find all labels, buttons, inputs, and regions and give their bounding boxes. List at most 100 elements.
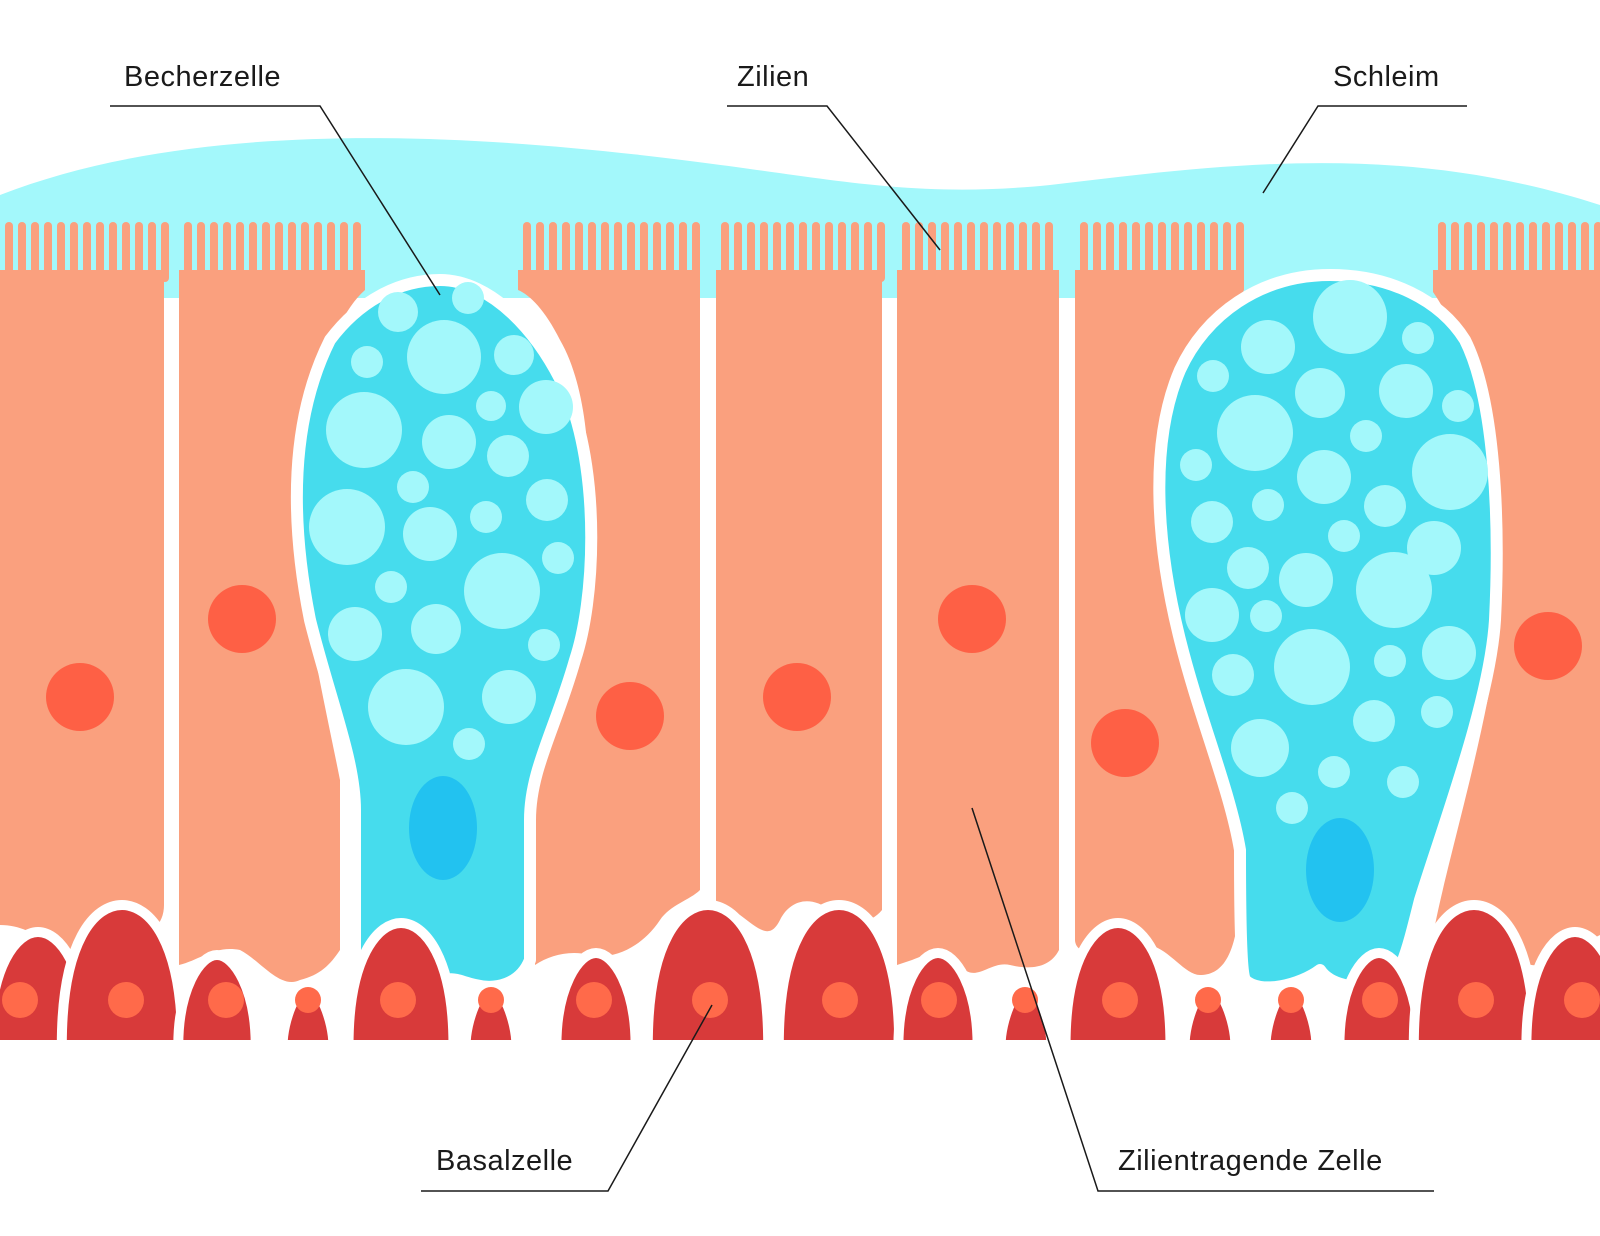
- cilium: [236, 222, 244, 282]
- cilium: [692, 222, 700, 282]
- basal-nucleus: [576, 982, 612, 1018]
- cilium: [70, 222, 78, 282]
- cilium: [1080, 222, 1088, 282]
- basal-nucleus: [295, 987, 321, 1013]
- cilium: [314, 222, 322, 282]
- mucus-vesicle: [519, 380, 573, 434]
- mucus-vesicle: [1313, 280, 1387, 354]
- basal-cell: [773, 900, 905, 1050]
- cilium: [915, 222, 923, 282]
- basal-nucleus: [1458, 982, 1494, 1018]
- mucus-vesicle: [1328, 520, 1360, 552]
- mucus-vesicle: [1250, 600, 1282, 632]
- mucus-vesicle: [1374, 645, 1406, 677]
- cilium: [96, 222, 104, 282]
- cilium: [109, 222, 117, 282]
- ciliated-cell: [1433, 270, 1600, 966]
- mucus-vesicle: [1180, 449, 1212, 481]
- cilium: [1223, 222, 1231, 282]
- nucleus: [208, 585, 276, 653]
- mucus-vesicle: [1231, 719, 1289, 777]
- ciliated-cell: [0, 270, 164, 960]
- mucus-vesicle: [1407, 521, 1461, 575]
- leader-cilia: [727, 105, 941, 251]
- mucus-vesicle: [1421, 696, 1453, 728]
- cilium: [1236, 222, 1244, 282]
- mucus-vesicle: [378, 292, 418, 332]
- cilium: [1542, 222, 1550, 282]
- cilium: [44, 222, 52, 282]
- cilium: [161, 222, 169, 282]
- cilium: [549, 222, 557, 282]
- mucus-vesicle: [1379, 364, 1433, 418]
- basal-nucleus: [1012, 987, 1038, 1013]
- cilium: [851, 222, 859, 282]
- cilium: [825, 222, 833, 282]
- cilium: [1093, 222, 1101, 282]
- mucus-vesicles: [309, 280, 1488, 824]
- cilium: [340, 222, 348, 282]
- cilium: [1581, 222, 1589, 282]
- basal-nucleus: [478, 987, 504, 1013]
- mucus-vesicle: [375, 571, 407, 603]
- leader-ciliated: [971, 807, 1434, 1192]
- nucleus: [1091, 709, 1159, 777]
- mucus-vesicle: [1364, 485, 1406, 527]
- cilium: [627, 222, 635, 282]
- cilium: [1019, 222, 1027, 282]
- cilium: [1451, 222, 1459, 282]
- mucus-vesicle: [1276, 792, 1308, 824]
- mucus-vesicle: [1412, 434, 1488, 510]
- mucus-vesicle: [1279, 553, 1333, 607]
- basal-nucleus: [208, 982, 244, 1018]
- cilium: [536, 222, 544, 282]
- cilium: [877, 222, 885, 282]
- cilium: [223, 222, 231, 282]
- cilium: [83, 222, 91, 282]
- basal-nucleus: [108, 982, 144, 1018]
- mucus-vesicle: [411, 604, 461, 654]
- cilium: [197, 222, 205, 282]
- cilium: [1171, 222, 1179, 282]
- basal-nucleus: [1564, 982, 1600, 1018]
- mucus-vesicle: [1295, 368, 1345, 418]
- label-mucus: Schleim: [1333, 61, 1440, 93]
- mucus-vesicle: [1318, 756, 1350, 788]
- cilium: [747, 222, 755, 282]
- cilium: [760, 222, 768, 282]
- leader-lines: [110, 105, 1467, 1192]
- cilium: [812, 222, 820, 282]
- cilium: [210, 222, 218, 282]
- cilium: [122, 222, 130, 282]
- mucus-vesicle: [368, 669, 444, 745]
- cilium: [327, 222, 335, 282]
- basal-cell: [642, 900, 774, 1050]
- mucus-vesicle: [470, 501, 502, 533]
- cilium: [980, 222, 988, 282]
- mucus-vesicle: [542, 542, 574, 574]
- label-cilia: Zilien: [737, 61, 810, 93]
- cilium: [902, 222, 910, 282]
- basal-nucleus: [1102, 982, 1138, 1018]
- cilium: [184, 222, 192, 282]
- basal-cell: [1408, 900, 1540, 1050]
- mucus-vesicle: [1350, 420, 1382, 452]
- cilium: [928, 222, 936, 282]
- mucus-vesicle: [1356, 552, 1432, 628]
- cilium: [734, 222, 742, 282]
- nucleus: [46, 663, 114, 731]
- cilium: [262, 222, 270, 282]
- mucus-vesicle: [1252, 489, 1284, 521]
- mucus-vesicle: [526, 479, 568, 521]
- goblet-nucleus: [409, 776, 477, 880]
- cilium: [249, 222, 257, 282]
- mucus-vesicle: [528, 629, 560, 661]
- basal-nucleus: [822, 982, 858, 1018]
- basal-nucleus: [692, 982, 728, 1018]
- cilium: [1477, 222, 1485, 282]
- cilium: [838, 222, 846, 282]
- basal-nucleus: [1362, 982, 1398, 1018]
- cilium: [1145, 222, 1153, 282]
- cilium: [1490, 222, 1498, 282]
